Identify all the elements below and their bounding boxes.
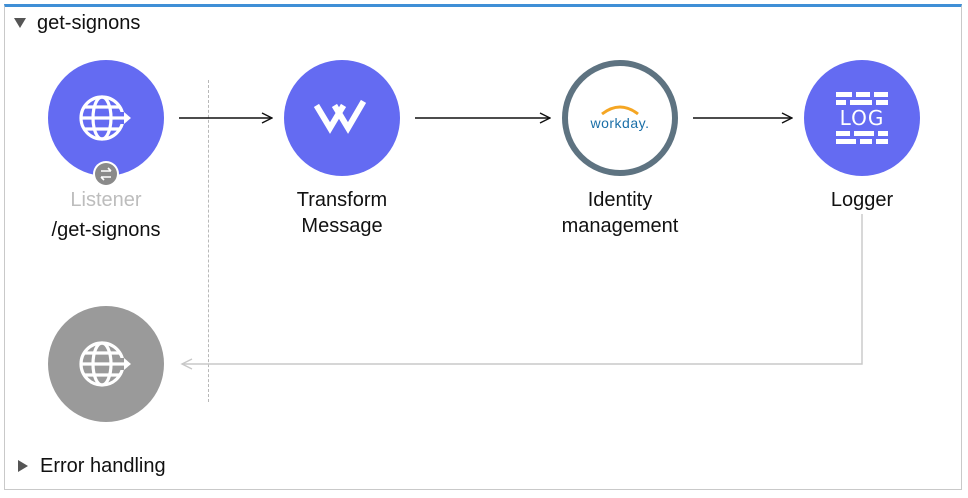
collapse-caret-icon[interactable]	[14, 18, 26, 28]
http-globe-icon	[79, 341, 134, 387]
listener-path: /get-signons	[51, 219, 161, 241]
listener-title: Listener	[70, 189, 142, 211]
expand-caret-icon[interactable]	[18, 460, 28, 472]
dataweave-icon	[313, 99, 367, 134]
flow-header[interactable]: get-signons	[14, 10, 140, 36]
workday-label-line1: Identity	[587, 189, 653, 211]
transform-label-line2: Message	[301, 215, 383, 237]
error-handling-section[interactable]: Error handling	[18, 453, 166, 479]
workday-node[interactable]: workday.	[562, 60, 678, 176]
log-icon-text: LOG	[839, 106, 885, 130]
workday-logo-text: workday.	[590, 115, 650, 131]
workday-logo: workday.	[580, 98, 660, 138]
flow-name: get-signons	[37, 11, 141, 34]
logger-node[interactable]: LOG	[804, 60, 920, 176]
bidirectional-badge	[93, 161, 119, 187]
logger-title: Logger	[830, 189, 894, 211]
transform-message-node[interactable]	[284, 60, 400, 176]
http-globe-icon	[79, 95, 134, 141]
response-node[interactable]	[48, 306, 164, 422]
error-handling-label: Error handling	[40, 454, 166, 477]
exchange-arrows-icon	[95, 163, 117, 185]
transform-label-line1: Transform	[296, 189, 388, 211]
log-icon: LOG	[832, 88, 892, 148]
workday-label-line2: management	[561, 215, 679, 237]
source-separator	[208, 80, 209, 402]
listener-node[interactable]	[48, 60, 164, 176]
